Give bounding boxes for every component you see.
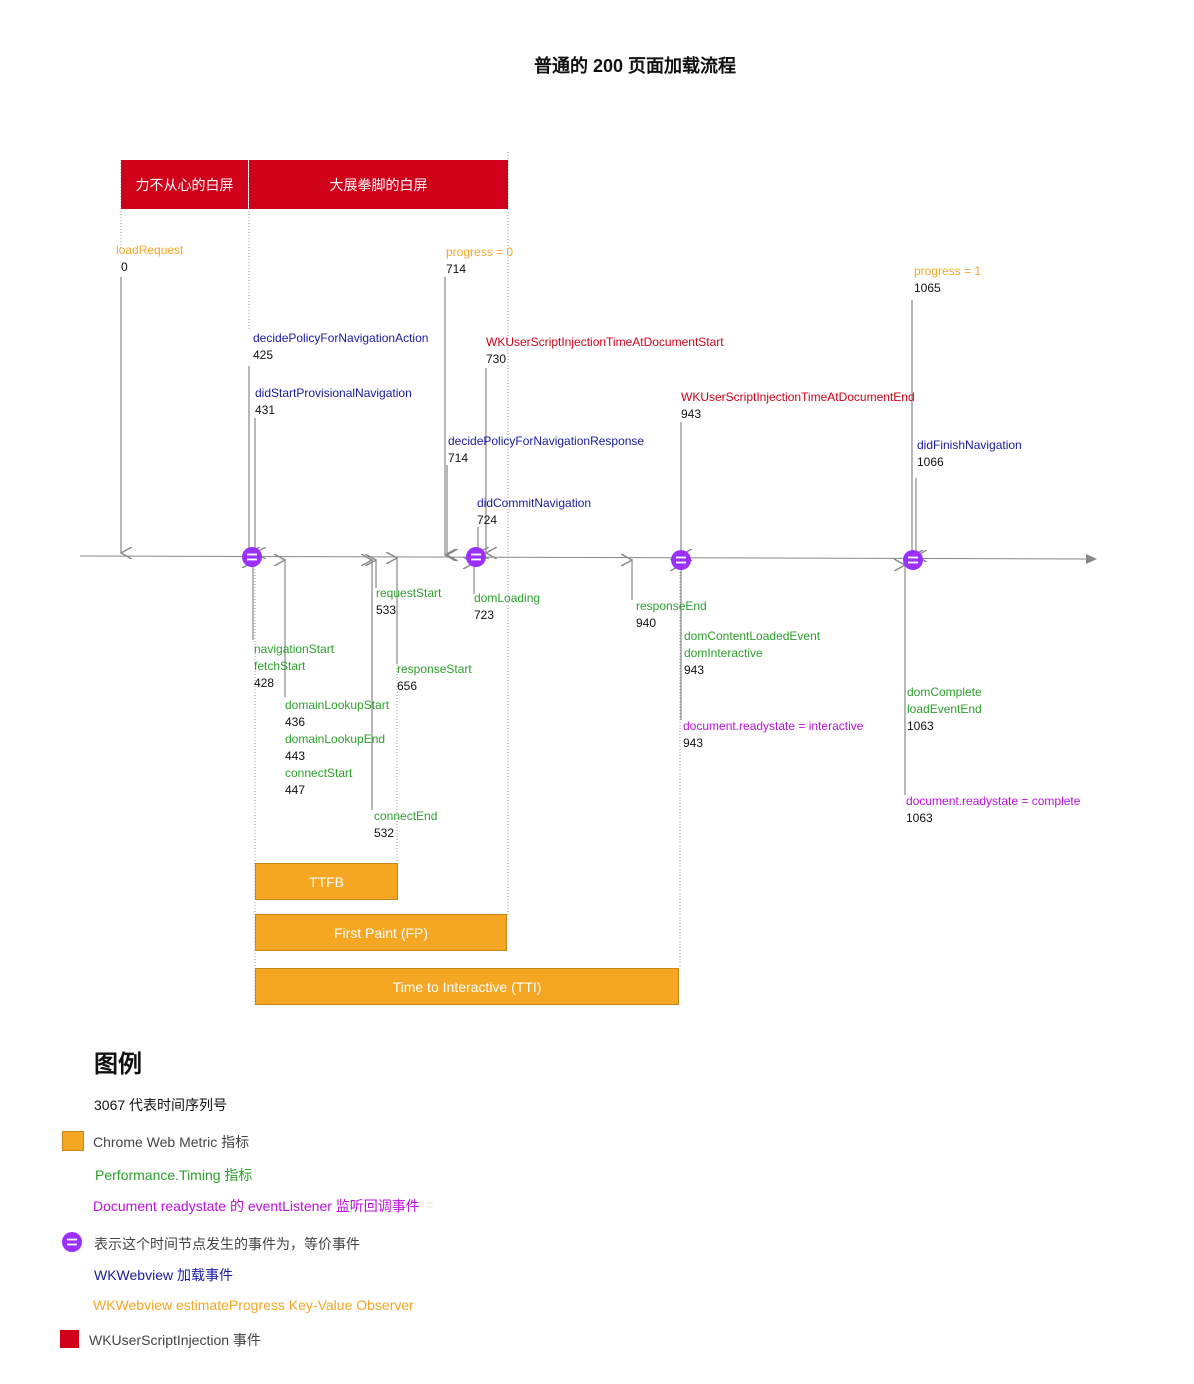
diagram-title: 普通的 200 页面加载流程 [534, 56, 737, 76]
legend-chrome: Chrome Web Metric 指标 [93, 1134, 250, 1150]
label-progress0: progress = 0 [446, 245, 514, 259]
label-decideAction: decidePolicyForNavigationAction [253, 331, 429, 345]
value-navStart: 428 [254, 676, 275, 690]
label-connEnd: connectEnd [374, 809, 438, 823]
white-screen-bar-2: 大展拳脚的白屏 [249, 160, 508, 209]
equivalence-nodes [242, 547, 923, 570]
label-connStart: connectStart [285, 766, 353, 780]
label-reqStart: requestStart [376, 586, 442, 600]
legend-seq: 3067 代表时间序列号 [94, 1097, 228, 1113]
legend-red-swatch [60, 1330, 79, 1348]
value-loadRequest: 0 [121, 260, 128, 274]
label-domComplete: domComplete [907, 685, 982, 699]
value-injEnd: 943 [681, 407, 702, 421]
value-didCommit: 724 [477, 513, 498, 527]
label-dcl: domContentLoadedEvent [684, 629, 821, 643]
label-navStart: navigationStart [254, 642, 335, 656]
label-rsComplete: document.readystate = complete [906, 794, 1081, 808]
axis-arrowhead [1086, 554, 1097, 564]
value-connStart: 447 [285, 783, 306, 797]
legend-perf: Performance.Timing 指标 [95, 1167, 253, 1183]
first-paint-bar: First Paint (FP) [255, 914, 507, 951]
label-rsInteractive: document.readystate = interactive [683, 719, 864, 733]
value-dnsStart: 436 [285, 715, 306, 729]
node-1063 [903, 550, 923, 570]
value-respStart: 656 [397, 679, 418, 693]
label-dnsEnd: domainLookupEnd [285, 732, 386, 746]
value-progress0: 714 [446, 262, 467, 276]
legend-inj: WKUserScriptInjection 事件 [89, 1332, 261, 1348]
white-screen-bar-1: 力不从心的白屏 [121, 160, 248, 209]
legend-equal-icon [62, 1232, 82, 1252]
label-fetchStart: fetchStart [254, 659, 306, 673]
legend-doc: Document readystate 的 eventListener 监听回调… [93, 1198, 420, 1214]
value-dcl: 943 [684, 663, 705, 677]
legend-title: 图例 [94, 1051, 142, 1078]
value-decideAction: 425 [253, 348, 274, 362]
value-domComplete: 1063 [907, 719, 934, 733]
value-didFinish: 1066 [917, 455, 944, 469]
legend-kvo: WKWebview estimateProgress Key-Value Obs… [93, 1297, 414, 1313]
label-decideResponse: decidePolicyForNavigationResponse [448, 434, 645, 448]
value-didStart: 431 [255, 403, 276, 417]
tti-bar: Time to Interactive (TTI) [255, 968, 679, 1005]
label-didStart: didStartProvisionalNavigation [255, 386, 412, 400]
value-reqStart: 533 [376, 603, 397, 617]
label-dnsStart: domainLookupStart [285, 698, 390, 712]
label-didFinish: didFinishNavigation [917, 438, 1022, 452]
node-714 [466, 547, 486, 567]
timeline-axis [79, 555, 1089, 560]
value-rsInteractive: 943 [683, 736, 704, 750]
ttfb-bar: TTFB [255, 863, 398, 900]
label-respStart: responseStart [397, 662, 472, 676]
label-loadEventEnd: loadEventEnd [907, 702, 982, 716]
value-rsComplete: 1063 [906, 811, 933, 825]
label-domInteractive: domInteractive [684, 646, 763, 660]
label-injStart: WKUserScriptInjectionTimeAtDocumentStart [486, 335, 724, 349]
value-progress1: 1065 [914, 281, 941, 295]
legend-equiv: 表示这个时间节点发生的事件为，等价事件 [94, 1236, 360, 1252]
label-respEnd: responseEnd [636, 599, 707, 613]
label-didCommit: didCommitNavigation [477, 496, 592, 510]
value-injStart: 730 [486, 352, 507, 366]
label-progress1: progress = 1 [914, 264, 982, 278]
label-injEnd: WKUserScriptInjectionTimeAtDocumentEnd [681, 390, 915, 404]
node-425 [242, 547, 262, 567]
value-connEnd: 532 [374, 826, 395, 840]
value-decideResponse: 714 [448, 451, 469, 465]
node-943 [671, 550, 691, 570]
label-domLoading: domLoading [474, 591, 541, 605]
legend-orange-swatch [62, 1131, 84, 1151]
label-loadRequest: loadRequest [116, 243, 184, 257]
value-domLoading: 723 [474, 608, 495, 622]
value-respEnd: 940 [636, 616, 657, 630]
value-dnsEnd: 443 [285, 749, 306, 763]
legend-wk: WKWebview 加载事件 [94, 1267, 233, 1283]
